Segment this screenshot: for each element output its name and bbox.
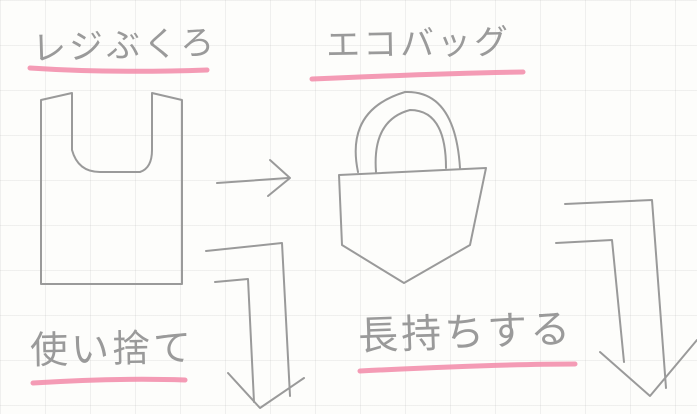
down-arrow-icon [205,242,305,409]
long-lasting-label: 長持ちする [357,306,574,360]
underline-single-use [30,376,188,386]
underline-eco-bag [309,69,526,82]
eco-bag-label: エコバッグ [325,22,512,66]
plastic-bag-label: レジぶくろ [31,22,218,70]
underline-plastic-bag [27,65,210,74]
eco-bag-drawing [338,90,487,284]
down-arrow-icon [555,199,697,397]
single-use-label: 使い捨て [29,325,195,373]
underline-long-lasting [357,361,578,374]
plastic-bag-drawing [40,92,183,285]
right-arrow-icon [216,159,291,197]
